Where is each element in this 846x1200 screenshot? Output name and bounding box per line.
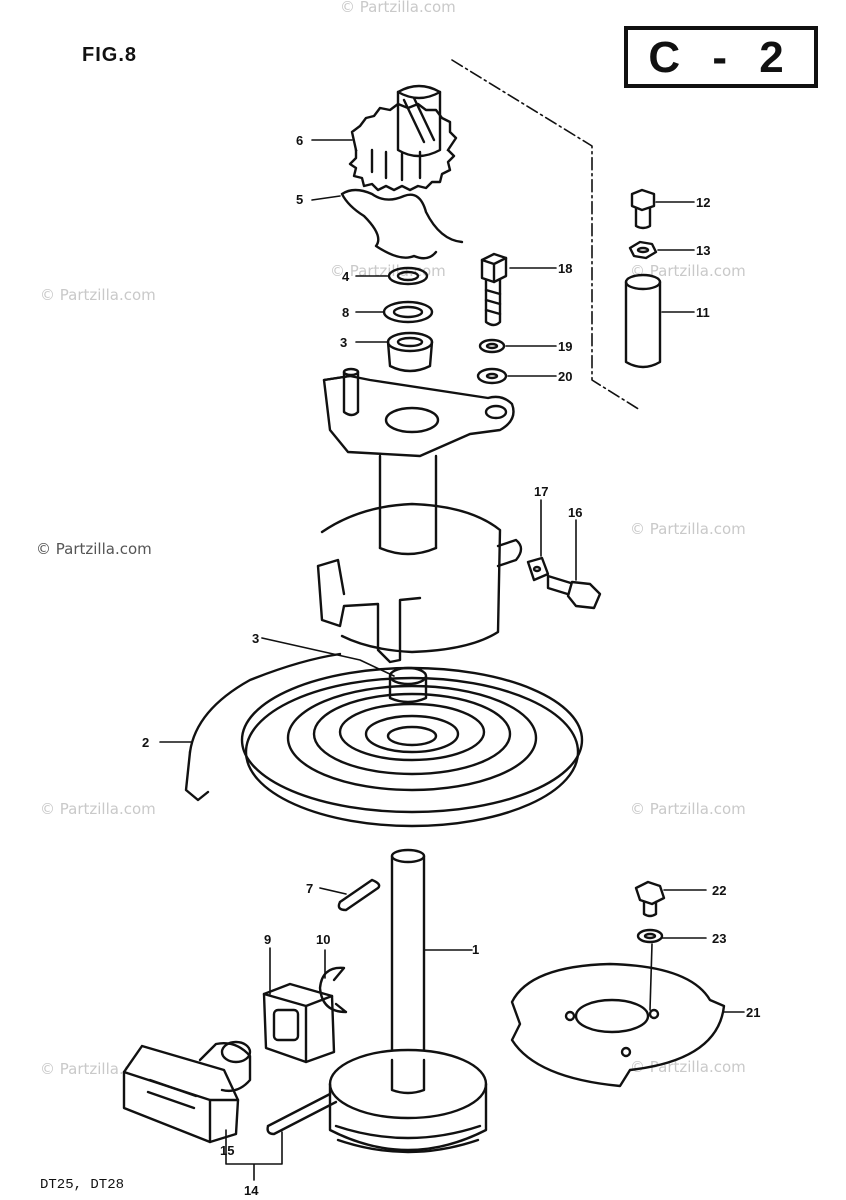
callout-8: 8 bbox=[342, 305, 349, 320]
starter-housing bbox=[316, 367, 523, 664]
model-list: DT25, DT28 bbox=[40, 1177, 125, 1193]
lock-washer-plate bbox=[636, 928, 664, 944]
callout-11: 11 bbox=[696, 305, 710, 320]
callout-9: 9 bbox=[264, 932, 271, 947]
bolt bbox=[480, 252, 508, 327]
callout-4: 4 bbox=[342, 269, 350, 284]
watermark: © Partzilla.com bbox=[340, 0, 456, 16]
watermark: © Partzilla.com bbox=[630, 800, 746, 818]
recoil-spring bbox=[184, 652, 584, 828]
callout-5: 5 bbox=[296, 192, 303, 207]
watermark: © Partzilla.com bbox=[630, 1058, 746, 1076]
starter-shaft bbox=[328, 848, 488, 1154]
callout-3: 3 bbox=[340, 335, 347, 350]
assembly-line bbox=[451, 59, 641, 411]
starter-handle bbox=[122, 1040, 252, 1144]
pin bbox=[337, 878, 381, 912]
lock-washer bbox=[478, 338, 506, 354]
callout-21: 21 bbox=[746, 1005, 760, 1020]
drive-gear bbox=[348, 84, 458, 192]
watermark: © Partzilla.com bbox=[36, 540, 152, 558]
leader-lines bbox=[159, 139, 745, 1181]
watermark: © Partzilla.com bbox=[40, 286, 156, 304]
retaining-ring bbox=[318, 966, 348, 1014]
figure-label: FIG.8 bbox=[82, 44, 138, 66]
callout-10: 10 bbox=[316, 932, 330, 947]
callout-15: 15 bbox=[220, 1143, 234, 1158]
callout-3: 3 bbox=[252, 631, 259, 646]
callout-1: 1 bbox=[472, 942, 479, 957]
callout-7: 7 bbox=[306, 881, 313, 896]
pin-sleeve bbox=[624, 273, 662, 369]
washer bbox=[382, 300, 434, 324]
callout-18: 18 bbox=[558, 261, 572, 276]
snap-ring bbox=[387, 266, 429, 286]
flat-washer bbox=[476, 367, 508, 385]
watermark: © Partzilla.com bbox=[630, 520, 746, 538]
callout-19: 19 bbox=[558, 339, 572, 354]
callout-2: 2 bbox=[142, 735, 149, 750]
callout-23: 23 bbox=[712, 931, 726, 946]
washer-small bbox=[526, 556, 550, 582]
starter-rope bbox=[266, 1092, 338, 1136]
callout-6: 6 bbox=[296, 133, 303, 148]
ratchet-plate bbox=[510, 962, 726, 1088]
spring-clip bbox=[340, 188, 464, 260]
bushing-upper bbox=[386, 331, 434, 373]
bolt-small bbox=[630, 188, 656, 230]
watermark: © Partzilla.com bbox=[630, 262, 746, 280]
callout-13: 13 bbox=[696, 243, 710, 258]
watermark: © Partzilla.com bbox=[40, 800, 156, 818]
nut bbox=[628, 240, 658, 260]
callout-12: 12 bbox=[696, 195, 710, 210]
callout-16: 16 bbox=[568, 505, 582, 520]
section-code: C - 2 bbox=[648, 33, 794, 82]
callout-14: 14 bbox=[244, 1183, 259, 1198]
callout-20: 20 bbox=[558, 369, 572, 384]
callout-numbers: 1 2 3 3 4 5 6 7 8 9 10 11 12 13 14 15 16… bbox=[142, 133, 760, 1198]
bolt-side bbox=[546, 574, 602, 610]
pawl-block bbox=[262, 982, 336, 1064]
bolt-plate bbox=[634, 880, 666, 918]
callout-22: 22 bbox=[712, 883, 726, 898]
callout-17: 17 bbox=[534, 484, 548, 499]
section-code-box: C - 2 bbox=[624, 26, 818, 88]
